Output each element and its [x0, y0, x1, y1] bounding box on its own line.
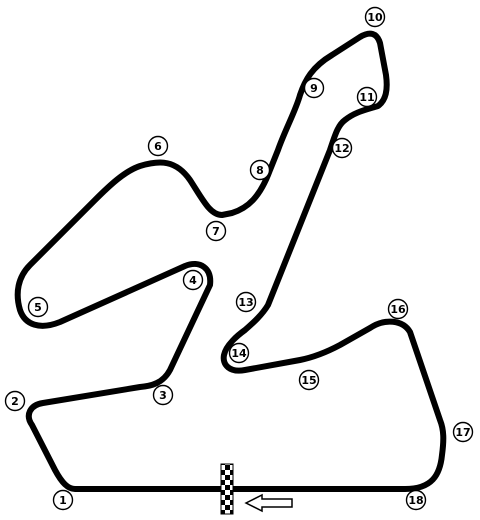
turn-number: 6	[154, 140, 162, 153]
turn-marker-14: 14	[228, 342, 250, 364]
turn-marker-circle	[249, 159, 271, 181]
turn-number: 1	[59, 494, 67, 507]
turn-number: 11	[359, 91, 374, 104]
turn-marker-circle	[147, 135, 169, 157]
turn-marker-circle	[205, 220, 227, 242]
turn-number: 8	[256, 164, 264, 177]
turn-marker-circle	[405, 489, 427, 511]
turn-marker-circle	[452, 421, 474, 443]
turn-number: 4	[189, 274, 197, 287]
turn-marker-circle	[235, 291, 257, 313]
turn-marker-3: 3	[152, 384, 174, 406]
turn-marker-13: 13	[235, 291, 257, 313]
turn-marker-8: 8	[249, 159, 271, 181]
turn-number: 13	[238, 296, 253, 309]
direction-arrow-icon	[244, 493, 293, 513]
turn-number: 15	[301, 374, 316, 387]
turn-number: 17	[455, 426, 470, 439]
track-outline	[14, 30, 447, 492]
turn-number: 12	[334, 142, 349, 155]
turn-number: 2	[11, 395, 19, 408]
turn-marker-circle	[152, 384, 174, 406]
turn-marker-5: 5	[27, 296, 49, 318]
turn-number: 7	[212, 225, 220, 238]
turn-number: 3	[159, 389, 167, 402]
turn-marker-15: 15	[298, 369, 320, 391]
turn-marker-2: 2	[4, 390, 26, 412]
turn-marker-circle	[228, 342, 250, 364]
turn-marker-circle	[364, 6, 386, 28]
turn-marker-12: 12	[331, 137, 353, 159]
turn-number: 5	[34, 301, 42, 314]
turn-marker-circle	[52, 489, 74, 511]
turn-marker-circle	[298, 369, 320, 391]
checkered-flag-icon	[220, 463, 234, 515]
turn-marker-1: 1	[52, 489, 74, 511]
turn-marker-17: 17	[452, 421, 474, 443]
turn-marker-11: 11	[356, 86, 378, 108]
turn-marker-circle	[27, 296, 49, 318]
turn-marker-18: 18	[405, 489, 427, 511]
turn-marker-circle	[182, 269, 204, 291]
turn-number: 10	[367, 11, 383, 24]
turn-marker-circle	[303, 77, 325, 99]
turn-marker-circle	[331, 137, 353, 159]
turn-marker-7: 7	[205, 220, 227, 242]
turn-number: 18	[408, 494, 423, 507]
turn-marker-6: 6	[147, 135, 169, 157]
turn-marker-circle	[387, 298, 409, 320]
turn-number: 16	[390, 303, 406, 316]
turn-marker-9: 9	[303, 77, 325, 99]
turn-number: 9	[310, 82, 318, 95]
turn-marker-16: 16	[387, 298, 409, 320]
turn-marker-10: 10	[364, 6, 386, 28]
turn-marker-circle	[356, 86, 378, 108]
turn-marker-4: 4	[182, 269, 204, 291]
turn-number: 14	[231, 347, 247, 360]
turn-marker-circle	[4, 390, 26, 412]
